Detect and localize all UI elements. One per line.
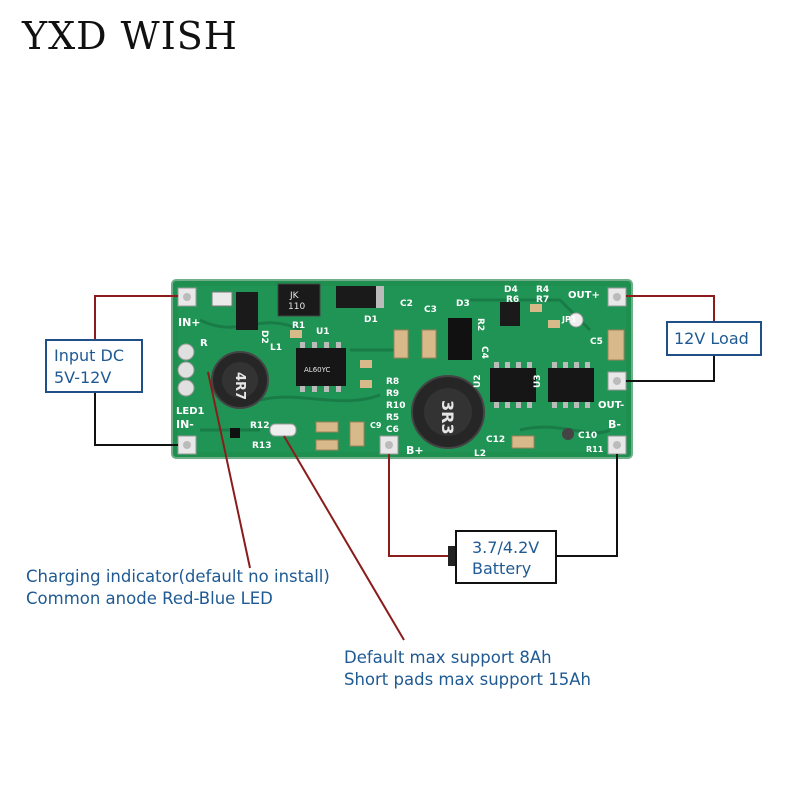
note-charging-indicator: Charging indicator(default no install) C… [26,566,330,610]
pointer-short-pads [283,435,405,641]
silk-u3: U3 [533,374,543,388]
wires [94,295,715,641]
battery-line2: Battery [472,559,531,578]
pad-led-3 [177,379,195,397]
silk-c4: C4 [479,346,489,359]
silk-u2: U2 [473,374,483,388]
silk-b-plus: B+ [406,444,424,457]
silk-l1: L1 [270,343,282,353]
silk-r10: R10 [386,401,405,411]
wire-input-plus [94,295,178,342]
chip-jk-text: JK [289,291,300,301]
wire-load-minus [626,356,715,382]
pad-led-1 [177,343,195,361]
input-dc-line1: Input DC [54,346,124,365]
silk-led1: LED1 [176,406,205,417]
note-charging-line2: Common anode Red-Blue LED [26,589,273,608]
silk-c9: C9 [370,421,382,430]
silk-r1: R1 [292,321,305,331]
silk-c10: C10 [578,431,597,441]
wire-load-plus [626,295,715,322]
silk-out-plus: OUT+ [568,290,600,301]
pcb-board-inner-shade [178,286,626,452]
silk-c2: C2 [400,299,413,309]
label-12v-load: 12V Load [666,321,762,356]
pointer-charging-led [207,371,251,569]
silk-r13: R13 [252,441,271,451]
silk-c6: C6 [386,425,399,435]
silk-in-plus: IN+ [178,316,201,329]
short-pads [269,423,297,437]
silk-r8: R8 [386,377,399,387]
silk-u1: U1 [316,327,330,337]
label-input-dc: Input DC 5V-12V [45,339,143,393]
silk-r4: R4 [536,285,549,295]
silk-r9: R9 [386,389,399,399]
silk-d4: D4 [504,285,518,295]
silk-r7: R7 [536,295,549,305]
input-dc-line2: 5V-12V [54,368,111,387]
pad-led-2 [177,361,195,379]
brand-logo-text: YXD WISH [22,14,238,58]
silk-d1: D1 [364,315,378,325]
silk-in-minus: IN- [176,418,194,431]
note-capacity: Default max support 8Ah Short pads max s… [344,647,591,691]
silk-r12: R12 [250,421,269,431]
chip-jk-code: 110 [288,302,305,312]
pcb-components [211,283,625,451]
silk-r6: R6 [506,295,519,305]
inductor-large-mark: 3R3 [438,400,457,435]
silk-out-minus: OUT- [598,400,624,411]
silk-l2: L2 [474,449,486,459]
silk-c12: C12 [486,435,505,445]
silk-c5: C5 [590,337,603,347]
wire-input-minus [94,390,178,446]
silk-d3: D3 [456,299,470,309]
silk-b-minus: B- [608,418,621,431]
silkscreen-labels: IN+ LED1 IN- OUT+ OUT- B+ B- D2 L1 R R1 … [176,285,624,459]
battery-line1: 3.7/4.2V [472,538,539,557]
load-label-text: 12V Load [674,329,749,348]
wire-battery-plus [388,454,455,557]
ic-u2 [490,368,536,402]
silk-c3: C3 [424,305,437,315]
ic-u3 [548,368,594,402]
silk-r: R [200,338,208,349]
chip-u1-mark: AL60YC [304,366,330,374]
silk-r11: R11 [586,445,604,454]
silk-r2: R2 [475,318,485,331]
d1-diode [336,286,384,308]
ic-u1 [296,348,346,386]
silk-jp1: JP1 [561,315,577,324]
note-charging-line1: Charging indicator(default no install) [26,567,330,586]
wire-battery-minus [556,454,618,557]
silk-r5: R5 [386,413,399,423]
label-battery: 3.7/4.2V Battery [448,530,557,584]
jk-chip [277,283,321,317]
note-capacity-line1: Default max support 8Ah [344,648,552,667]
left-pads [177,287,197,455]
note-capacity-line2: Short pads max support 15Ah [344,670,591,689]
silk-d2: D2 [259,330,269,344]
inductor-small-mark: 4R7 [232,372,247,400]
